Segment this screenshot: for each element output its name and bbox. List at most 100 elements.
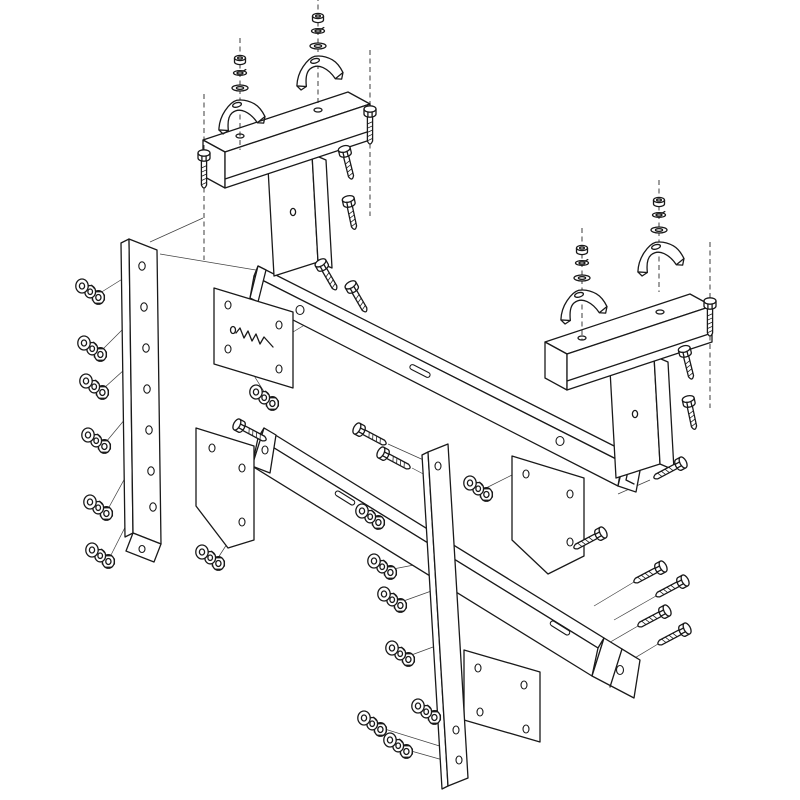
bolt-hole bbox=[208, 443, 216, 453]
bolt-hole bbox=[224, 300, 232, 310]
spring-pin bbox=[229, 325, 274, 348]
slot-hole bbox=[409, 364, 431, 378]
bolt-hole bbox=[224, 344, 232, 354]
bolt-hole bbox=[474, 663, 482, 673]
washer-nut-stack bbox=[385, 640, 416, 667]
hex-bolt bbox=[344, 280, 368, 313]
bolt-hole bbox=[566, 537, 574, 547]
leader-line bbox=[483, 473, 515, 490]
bolt-hole bbox=[149, 502, 157, 512]
hex-bolt bbox=[232, 418, 267, 442]
clamp-hardware-set bbox=[212, 38, 268, 150]
flat-washer bbox=[75, 278, 89, 294]
leader-line bbox=[159, 253, 257, 271]
hex-bolt bbox=[681, 394, 698, 430]
bolt-hole bbox=[143, 384, 151, 394]
parts-layer bbox=[120, 91, 713, 790]
washer-nut-stack bbox=[77, 335, 108, 362]
bolt-hole bbox=[476, 707, 484, 717]
frame-rail-left bbox=[120, 238, 162, 563]
washer-nut-stack bbox=[377, 586, 408, 613]
flat-washer bbox=[367, 553, 381, 569]
washer-nut-stack bbox=[367, 553, 398, 580]
washer-nut-stack bbox=[463, 475, 494, 502]
bolt-hole bbox=[238, 463, 246, 473]
hex-bolt bbox=[653, 456, 688, 480]
bolt-hole bbox=[555, 435, 565, 447]
flat-washer bbox=[385, 640, 399, 656]
hardware-layer bbox=[75, 0, 717, 759]
hex-bolt bbox=[341, 194, 358, 230]
hex-bolt bbox=[655, 574, 690, 598]
hex-bolt bbox=[573, 526, 608, 550]
hex-bolt bbox=[352, 422, 387, 446]
gusset-plate-right bbox=[511, 455, 585, 575]
washer-nut-stack bbox=[75, 278, 106, 305]
bolt-hole bbox=[140, 302, 148, 312]
hex-bolt bbox=[376, 446, 411, 470]
washer-nut-stack bbox=[85, 542, 116, 569]
bolt-hole bbox=[275, 364, 283, 374]
flat-washer bbox=[357, 710, 371, 726]
clamp-hardware-set bbox=[290, 0, 346, 106]
hex-bolt bbox=[314, 258, 338, 291]
bolt-hole bbox=[566, 489, 574, 499]
bolt-hole bbox=[142, 343, 150, 353]
bolt-hole bbox=[261, 445, 269, 455]
washer-nut-stack bbox=[383, 732, 414, 759]
hex-bolt bbox=[657, 622, 692, 646]
leader-line bbox=[593, 581, 635, 607]
bolt-hole bbox=[455, 755, 463, 765]
leader-line bbox=[149, 217, 204, 243]
washer-nut-stack bbox=[249, 384, 280, 411]
hex-bolt bbox=[703, 242, 717, 408]
gusset-plate-bottom bbox=[463, 649, 541, 743]
leader-line bbox=[377, 726, 447, 749]
flat-washer bbox=[573, 274, 591, 282]
bolt-hole bbox=[520, 680, 528, 690]
lock-washer bbox=[420, 704, 433, 719]
hex-bolt bbox=[633, 560, 668, 584]
bolt-hole bbox=[522, 469, 530, 479]
bolt-hole bbox=[295, 304, 305, 316]
clamp-hardware-set bbox=[554, 228, 610, 340]
bolt-hole bbox=[145, 425, 153, 435]
hex-bolt bbox=[677, 344, 695, 380]
flat-washer bbox=[309, 42, 327, 50]
flat-washer bbox=[231, 84, 249, 92]
flat-washer bbox=[650, 226, 668, 234]
bolt-hole bbox=[452, 725, 460, 735]
bolt-hole bbox=[275, 320, 283, 330]
flat-washer bbox=[195, 544, 209, 560]
slot-hole bbox=[549, 620, 571, 636]
washer-nut-stack bbox=[83, 494, 114, 521]
slot-hole bbox=[334, 490, 356, 506]
leader-line bbox=[387, 443, 429, 463]
bolt-hole bbox=[434, 461, 442, 471]
frame-rail-center bbox=[421, 443, 469, 790]
gusset-plate-upper-left bbox=[213, 287, 294, 389]
bolt-hole bbox=[138, 261, 146, 271]
washer-nut-stack bbox=[357, 710, 388, 737]
washer-nut-stack bbox=[79, 373, 110, 400]
flat-washer bbox=[377, 586, 391, 602]
flat-washer bbox=[81, 427, 95, 443]
washer-nut-stack bbox=[411, 698, 442, 725]
bolt-hole bbox=[138, 544, 146, 554]
flat-washer bbox=[463, 475, 477, 491]
flat-washer bbox=[249, 384, 263, 400]
clamp-hardware-set bbox=[631, 180, 687, 292]
flat-washer bbox=[77, 335, 91, 351]
flat-washer bbox=[83, 494, 97, 510]
gusset-plate-lower-left bbox=[195, 427, 255, 549]
washer-nut-stack bbox=[355, 503, 386, 530]
bolt-hole bbox=[615, 664, 625, 676]
hex-bolt bbox=[363, 50, 377, 216]
bolt-hole bbox=[522, 724, 530, 734]
flat-washer bbox=[85, 542, 99, 558]
washer-nut-stack bbox=[195, 544, 226, 571]
hex-bolt bbox=[637, 604, 672, 628]
bolt-hole bbox=[147, 466, 155, 476]
